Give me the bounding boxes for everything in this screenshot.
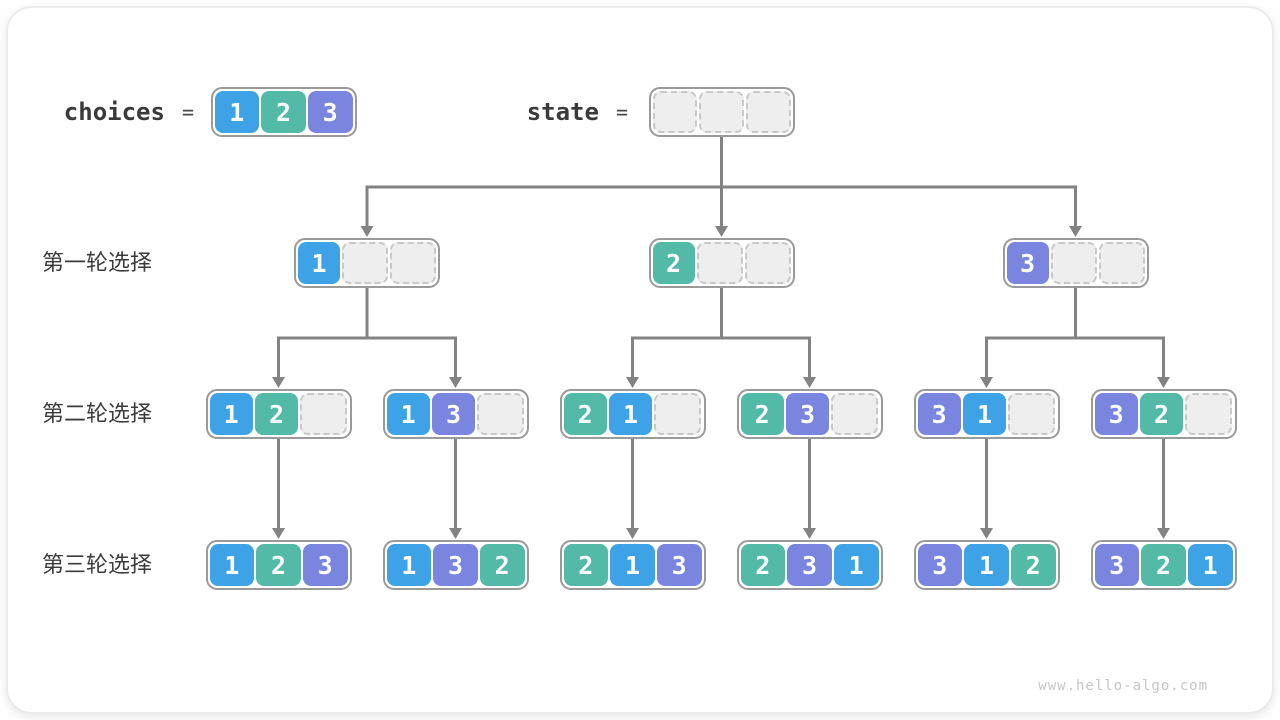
round-1-label: 第一轮选择 [42, 250, 153, 275]
tile-2: 2 [256, 544, 301, 586]
tile-1: 1 [833, 544, 879, 586]
tile-1: 1 [1187, 544, 1233, 586]
tile-2: 2 [563, 544, 609, 586]
choices-header: choices = [30, 87, 194, 137]
tile-2: 2 [479, 544, 525, 586]
tile-1: 1 [386, 393, 430, 435]
empty-slot [1098, 242, 1145, 284]
tile-3: 3 [787, 544, 832, 586]
watermark: www.hello-algo.com [1038, 678, 1208, 694]
round1-node-3: 3 [1002, 238, 1149, 288]
empty-slot [744, 242, 791, 284]
tile-3: 3 [431, 393, 476, 435]
tile-2: 2 [1141, 544, 1186, 586]
tile-2: 2 [1010, 544, 1056, 586]
empty-slot [652, 91, 698, 133]
tile-3: 3 [917, 544, 963, 586]
tile-3: 3 [1006, 242, 1049, 284]
round-2-label: 第二轮选择 [42, 401, 153, 426]
tile-3: 3 [785, 393, 830, 435]
empty-slot [696, 242, 743, 284]
tile-2: 2 [652, 242, 695, 284]
empty-slot [477, 393, 525, 435]
tile-1: 1 [962, 393, 1007, 435]
state-box [648, 87, 795, 137]
round-3-label: 第三轮选择 [42, 552, 153, 577]
empty-slot [1008, 393, 1056, 435]
tile-3: 3 [656, 544, 702, 586]
tile-1: 1 [209, 393, 253, 435]
tile-2: 2 [254, 393, 299, 435]
tile-2: 2 [261, 91, 306, 133]
tile-1: 1 [298, 242, 340, 284]
tile-1: 1 [386, 544, 432, 586]
equals-sign: = [181, 100, 194, 124]
empty-slot [300, 393, 348, 435]
tile-1: 1 [964, 544, 1009, 586]
tile-1: 1 [610, 544, 655, 586]
state-label: state [526, 98, 599, 126]
tile-2: 2 [740, 393, 784, 435]
round1-node-1: 1 [294, 238, 440, 288]
empty-slot [745, 91, 791, 133]
empty-slot [1050, 242, 1097, 284]
tile-3: 3 [433, 544, 478, 586]
tile-3: 3 [302, 544, 348, 586]
equals-sign: = [615, 100, 628, 124]
tile-3: 3 [1094, 544, 1140, 586]
empty-slot [699, 91, 744, 133]
empty-slot [654, 393, 702, 435]
empty-slot [1185, 393, 1233, 435]
choices-label: choices [63, 98, 165, 126]
tile-1: 1 [608, 393, 653, 435]
empty-slot [390, 242, 436, 284]
tile-3: 3 [917, 393, 961, 435]
empty-slot [342, 242, 388, 284]
tile-2: 2 [563, 393, 607, 435]
tile-2: 2 [1139, 393, 1184, 435]
tile-3: 3 [307, 91, 353, 133]
tile-2: 2 [740, 544, 786, 586]
tile-3: 3 [1094, 393, 1138, 435]
round1-node-2: 2 [648, 238, 795, 288]
empty-slot [831, 393, 879, 435]
state-header: state = [460, 87, 628, 137]
tile-1: 1 [214, 91, 260, 133]
tile-1: 1 [209, 544, 255, 586]
